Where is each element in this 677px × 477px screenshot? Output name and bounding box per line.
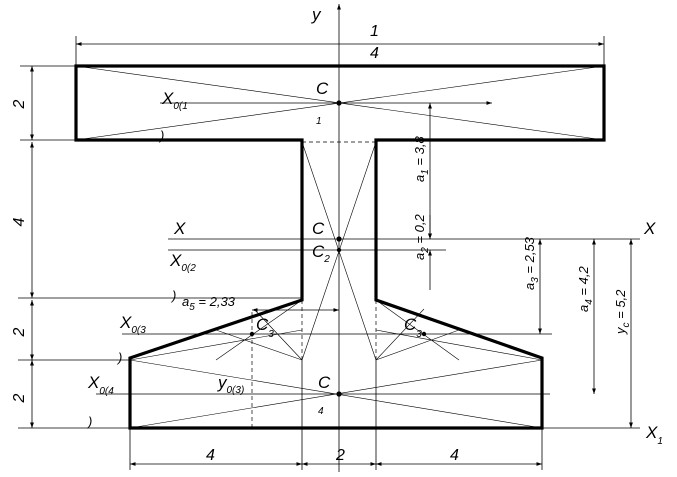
annotation-a4: a4 = 4,2 — [576, 266, 595, 312]
point-c-main: C — [312, 219, 325, 238]
axis-y03-label: y0(3) — [217, 373, 244, 396]
dim-base-h: 2 — [11, 393, 28, 403]
dim-web-h: 4 — [11, 217, 28, 226]
axis-x03-label: X0(3 — [119, 313, 146, 336]
dim-slope-h: 2 — [11, 327, 28, 337]
annotation-a3: a3 = 2,53 — [522, 236, 541, 290]
y-axis-label: y — [311, 5, 322, 24]
paren-mark-4: ) — [86, 414, 92, 429]
dimension-lines — [20, 36, 633, 470]
point-c4: C — [318, 373, 331, 392]
dim-flange-h: 2 — [11, 99, 28, 109]
x-axis-label: X — [643, 219, 656, 238]
dim-bottom-mid: 2 — [335, 447, 345, 464]
point-c4-sub: 4 — [318, 406, 324, 417]
point-c3-right: C3 — [404, 315, 422, 340]
axis-x04-label: X0(4 — [87, 373, 114, 397]
paren-mark-3: ) — [116, 350, 122, 365]
axis-x01-label: X0(1 — [161, 89, 188, 112]
point-c1-sub: 1 — [316, 116, 322, 127]
labels: y X X1 1 4 2 4 2 2 4 2 4 C 1 C C2 C3 C3 … — [11, 5, 663, 464]
annotation-a1: a1 = 3,8 — [412, 136, 431, 182]
annotation-a5: a5 = 2,33 — [182, 294, 236, 313]
dim-top-1: 1 — [370, 23, 379, 40]
axis-x-center-label: X — [173, 219, 186, 238]
point-c2: C2 — [312, 242, 330, 265]
point-c1: C — [316, 79, 329, 98]
dim-bottom-left: 4 — [206, 447, 215, 464]
dim-top-4: 4 — [370, 45, 379, 62]
paren-mark-1: ) — [158, 128, 164, 143]
x1-axis-label: X1 — [645, 423, 663, 447]
annotation-a2: a2 = 0,2 — [412, 214, 431, 260]
point-c3-left: C3 — [256, 315, 274, 340]
paren-mark-2: ) — [170, 288, 176, 303]
dim-bottom-right: 4 — [450, 447, 459, 464]
annotation-yc: yc = 5,2 — [613, 289, 632, 335]
centroid-dots — [249, 100, 427, 397]
axis-x02-label: X0(2 — [169, 251, 196, 274]
